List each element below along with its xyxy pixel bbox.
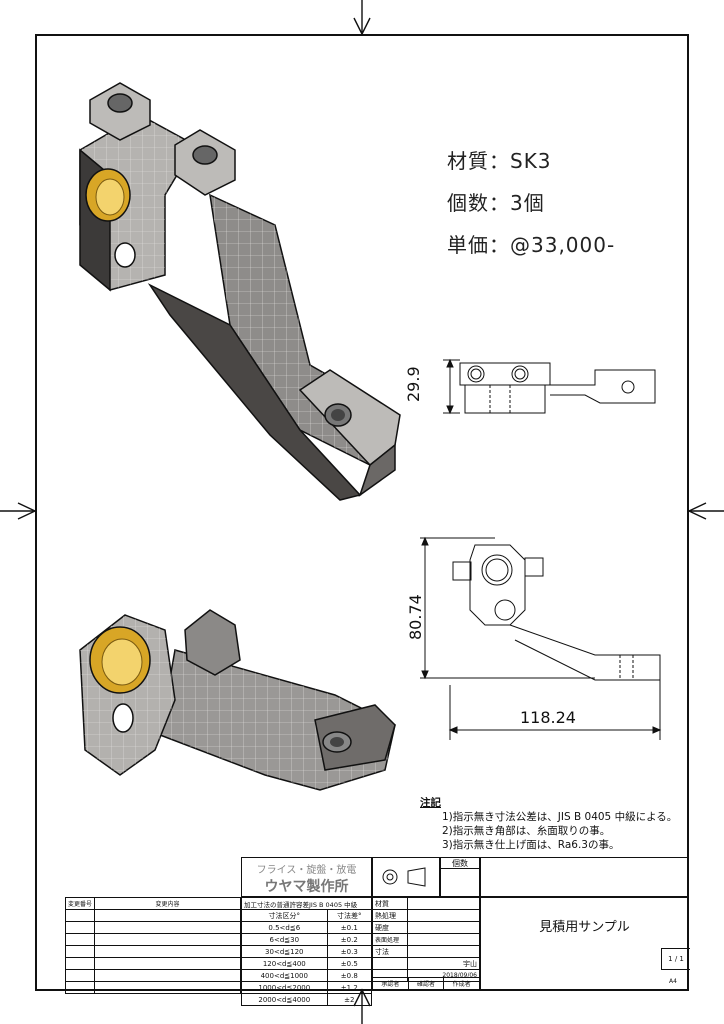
tolerance-range: 120<d≦400 <box>241 957 328 970</box>
drawing-name-box: 見積用サンプル 1 / 1 A4 <box>480 897 690 991</box>
drawing-name: 見積用サンプル <box>539 920 630 935</box>
sheet-number: 1 / 1 <box>661 948 690 970</box>
dim-front-width: 118.24 <box>520 708 576 727</box>
revision-table: 変更番号変更内容 <box>64 897 241 994</box>
tolerance-value: ±0.2 <box>326 933 373 946</box>
tolerance-value: ±0.1 <box>326 921 373 934</box>
tolerance-value: ±2 <box>326 993 373 1006</box>
count-label: 個数 <box>441 858 479 869</box>
tolerance-range: 2000<d≦4000 <box>241 993 328 1006</box>
tolerance-range: 1000<d≦2000 <box>241 981 328 994</box>
tolerance-title: 加工寸法の普通許容差JIS B 0405 中級 <box>241 897 372 910</box>
prop-label: 表面処理 <box>372 933 408 946</box>
tolerance-range: 30<d≦120 <box>241 945 328 958</box>
prop-label: 硬度 <box>372 921 408 934</box>
tolerance-value: ±1.2 <box>326 981 373 994</box>
prop-label: 寸法 <box>372 945 408 958</box>
sign-label: 作成者 <box>443 977 480 990</box>
paper-size: A4 <box>669 978 677 985</box>
sign-label: 承認者 <box>372 977 409 990</box>
company-logo: フライス・旋盤・放電 ウヤマ製作所 <box>241 857 372 897</box>
quantity-spec: 個数：3個 <box>447 191 545 215</box>
revision-content-header: 変更内容 <box>94 897 241 910</box>
material-spec: 材質：SK3 <box>447 149 552 173</box>
front-view <box>420 536 662 740</box>
designer-name: 宇山 <box>407 957 480 970</box>
title-block-top-right <box>480 857 689 897</box>
count-box: 個数 <box>440 857 480 897</box>
tolerance-range: 400<d≦1000 <box>241 969 328 982</box>
tolerance-value: ±0.3 <box>326 945 373 958</box>
tolerance-value: ±0.5 <box>326 957 373 970</box>
tolerance-table: 加工寸法の普通許容差JIS B 0405 中級 寸法区分°寸法差° 0.5<d≦… <box>241 897 373 1006</box>
projection-symbol-icon <box>382 867 426 887</box>
tolerance-value: ±0.8 <box>326 969 373 982</box>
isometric-view-bottom <box>79 609 396 791</box>
tolerance-range: 6<d≦30 <box>241 933 328 946</box>
prop-label: 材質 <box>372 897 408 910</box>
tolerance-range: 0.5<d≦6 <box>241 921 328 934</box>
company-name: ウヤマ製作所 <box>264 879 349 895</box>
isometric-view-top <box>79 82 401 501</box>
sign-label: 確認者 <box>407 977 445 990</box>
notes-block: 注記 1)指示無き寸法公差は、JIS B 0405 中級による。 2)指示無き角… <box>420 796 677 852</box>
note-item: 1)指示無き寸法公差は、JIS B 0405 中級による。 <box>442 811 678 823</box>
price-spec: 単価：@33,000- <box>447 233 616 257</box>
dim-side-height: 29.9 <box>404 366 423 402</box>
projection-box <box>372 857 440 897</box>
signature-table: 承認者 確認者 作成者 <box>372 977 480 990</box>
notes-heading: 注記 <box>420 797 441 809</box>
properties-table: 材質 熱処理 硬度 表面処理 寸法 宇山 2018/09/06 <box>372 897 480 982</box>
company-services: フライス・旋盤・放電 <box>256 865 357 876</box>
side-view <box>443 358 656 415</box>
revision-number-header: 変更番号 <box>64 897 96 910</box>
tolerance-col-range: 寸法区分° <box>241 909 328 922</box>
dim-front-height: 80.74 <box>406 594 425 640</box>
tolerance-col-tol: 寸法差° <box>326 909 373 922</box>
note-item: 2)指示無き角部は、糸面取りの事。 <box>442 825 611 837</box>
note-item: 3)指示無き仕上げ面は、Ra6.3の事。 <box>442 839 620 851</box>
prop-label: 熱処理 <box>372 909 408 922</box>
